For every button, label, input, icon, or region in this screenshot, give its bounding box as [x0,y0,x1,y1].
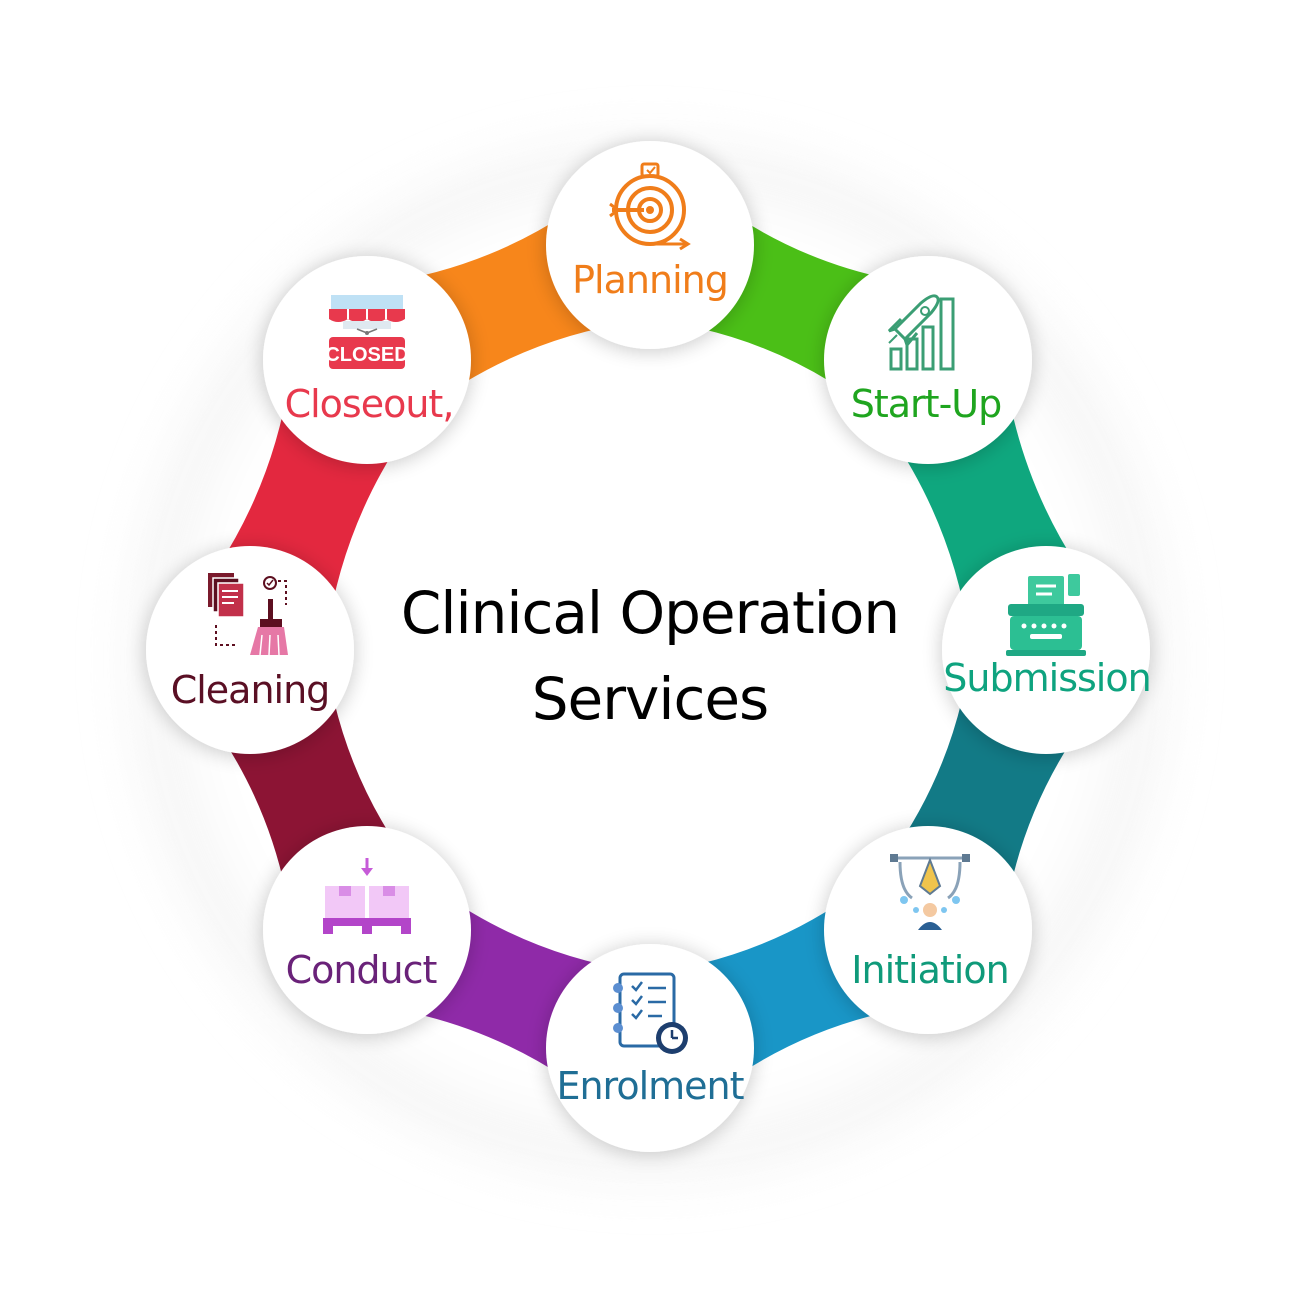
node-disc-cleaning [146,546,354,754]
closed-sign-text: CLOSED [325,344,408,366]
node-label-submission: Submission [943,656,1151,700]
typewriter-icon [1006,574,1086,656]
node-label-cleaning: Cleaning [170,668,331,712]
node-label-conduct: Conduct [285,948,438,992]
checklist-clock-icon [613,972,688,1054]
node-label-enrolment: Enrolment [556,1064,744,1108]
person-pen-icon [890,854,970,930]
node-label-planning: Planning [572,258,729,302]
target-icon [609,162,691,251]
center-disc [350,360,950,960]
node-disc-startup [824,256,1032,464]
node-label-initiation: Initiation [851,948,1009,992]
node-disc-enrolment [546,944,754,1152]
closed-sign-icon: CLOSED [325,295,409,369]
node-label-closeout: Closeout, [284,382,455,426]
node-label-startup: Start-Up [850,382,1002,426]
boxes-icon [323,858,411,934]
center-title-line2: Services [531,665,770,733]
center-title-line1: Clinical Operation [400,579,900,647]
center-title: Clinical Operation Services [350,570,950,742]
documents-broom-icon [208,573,288,656]
rocket-chart-icon [887,294,955,371]
